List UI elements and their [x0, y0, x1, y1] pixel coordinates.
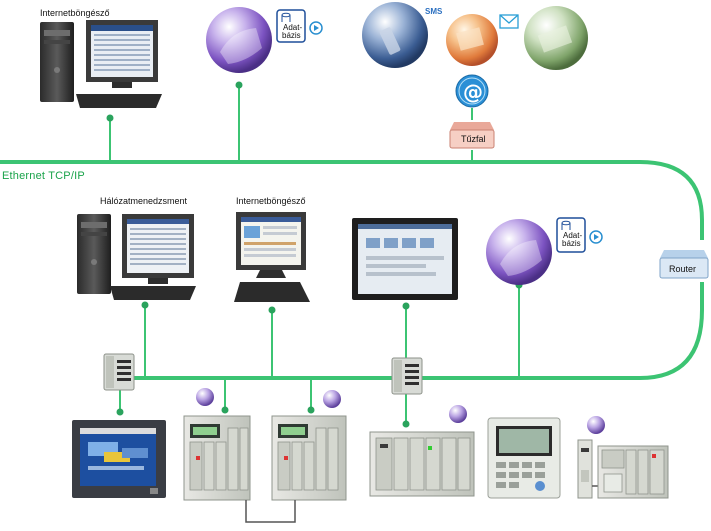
label-browser-mid: Internetböngésző	[236, 196, 306, 206]
plc-rack-icon	[369, 431, 475, 497]
label-database-mid-1: Adat-	[563, 231, 582, 240]
ethernet-line-lower	[110, 282, 704, 380]
ethernet-label: Ethernet TCP/IP	[2, 170, 85, 182]
hmi-terminal-icon	[352, 218, 458, 300]
label-browser-top: Internetböngésző	[40, 8, 110, 18]
switch-icon	[103, 353, 135, 391]
workstation-icon	[234, 212, 310, 302]
label-sms: SMS	[425, 7, 443, 16]
plc-rack-icon	[183, 415, 251, 501]
router-icon	[659, 250, 709, 279]
sphere-icon	[362, 2, 428, 68]
database-icon	[556, 217, 603, 253]
plc-rack-icon	[597, 445, 669, 499]
label-database-top-1: Adat-	[283, 23, 302, 32]
hmi-terminal-icon	[487, 417, 561, 499]
ethernet-line	[0, 160, 704, 240]
at-icon	[455, 74, 489, 108]
sphere-icon	[206, 7, 272, 73]
switch-icon	[391, 357, 423, 395]
hmi-terminal-icon	[72, 420, 166, 498]
plc-rack-icon	[271, 415, 347, 501]
sphere-icon	[446, 14, 498, 66]
label-at: @	[463, 80, 483, 104]
firewall-icon	[449, 122, 495, 149]
label-database-mid-2: bázis	[562, 239, 581, 248]
sphere-icon	[524, 6, 588, 70]
workstation-icon	[77, 214, 196, 300]
lower-drops	[119, 285, 520, 424]
ethernet-bus	[0, 160, 704, 380]
label-network-mgmt: Hálózatmenedzsment	[100, 196, 188, 206]
database-icon	[276, 9, 323, 43]
sphere-badge-icon	[196, 388, 605, 434]
sphere-icon	[486, 219, 552, 285]
label-firewall: Tűzfal	[461, 134, 486, 144]
plc-rack-icon	[577, 439, 593, 499]
label-database-top-2: bázis	[282, 31, 301, 40]
label-router: Router	[669, 264, 696, 274]
envelope-icon	[499, 14, 519, 29]
rack-link	[245, 500, 296, 523]
workstation-icon	[40, 20, 162, 108]
top-drops	[109, 85, 473, 162]
